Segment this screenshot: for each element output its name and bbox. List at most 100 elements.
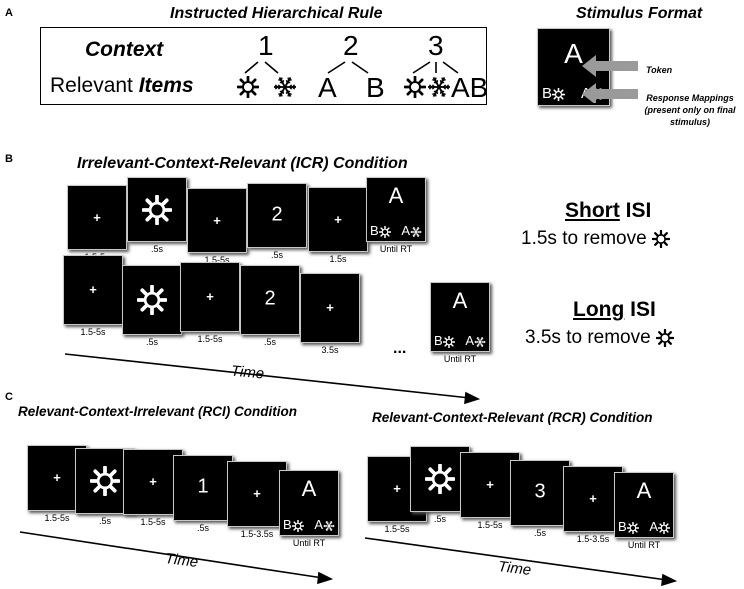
sun-icon	[626, 519, 639, 535]
panel-label-b: B	[5, 153, 13, 165]
fixation-frame: +	[563, 466, 623, 532]
icr-title: Irrelevant-Context-Relevant (ICR) Condit…	[77, 155, 408, 173]
fixation-cross: +	[213, 212, 221, 228]
fixation-cross: +	[326, 299, 334, 315]
duration-label: .5s	[433, 514, 446, 524]
rci-title: Relevant-Context-Irrelevant (RCI) Condit…	[18, 404, 298, 419]
mapping-letter: A	[465, 333, 474, 349]
long-isi-heading: Long ISI	[573, 298, 656, 322]
fixation-cross: +	[486, 476, 494, 492]
duration-label: 1.5s	[329, 254, 347, 264]
mapping-left: B	[618, 519, 639, 534]
target-frame: A B A	[614, 472, 674, 538]
context-frame: 1	[173, 455, 233, 521]
duration-label: Until RT	[443, 354, 477, 364]
sun-icon	[128, 194, 186, 225]
duration-label: 1.5-3.5s	[240, 529, 274, 539]
panel-label-a: A	[5, 7, 13, 19]
items-label-prefix: Relevant	[50, 74, 139, 97]
cue-frame	[122, 265, 182, 335]
item-b: B	[366, 72, 385, 103]
fixation-cross: +	[149, 473, 157, 489]
fixation-cross: +	[589, 490, 597, 506]
mapping-letter: B	[283, 517, 292, 533]
target-token: A	[636, 478, 652, 504]
short-isi-rest: ISI	[619, 199, 652, 222]
ellipsis: ...	[393, 340, 407, 357]
snowflake-icon	[273, 75, 297, 99]
mapping-left: B	[370, 223, 391, 238]
hierarchy-branches	[244, 61, 459, 74]
target-token: A	[301, 476, 317, 502]
fixation-frame: +	[187, 188, 247, 253]
mapping-right: A	[649, 519, 670, 534]
sun-icon	[552, 85, 566, 102]
duration-label: 1.5-5s	[384, 524, 410, 534]
short-isi-heading: Short ISI	[565, 199, 651, 223]
fixation-frame: +	[67, 185, 127, 250]
long-isi-rest: ISI	[624, 298, 656, 321]
rule-title: Instructed Hierarchical Rule	[170, 5, 383, 22]
snowflake-icon	[427, 75, 451, 99]
icr-title-text: Irrelevant-Context-Relevant (ICR) Condit…	[77, 155, 408, 172]
duration-label: 1.5-5s	[140, 517, 166, 527]
mapping-right: A	[314, 517, 335, 532]
duration-label: .5s	[98, 516, 111, 526]
sun-icon	[655, 327, 674, 348]
sun-icon	[411, 464, 469, 494]
sun-icon	[291, 517, 304, 533]
short-isi-sub-text: 1.5s to remove	[521, 228, 647, 249]
sun-icon	[658, 519, 670, 535]
context-digit: 1	[197, 475, 209, 498]
context-frame: 2	[240, 265, 300, 335]
long-isi-sub-text: 3.5s to remove	[525, 327, 651, 348]
mapping-right: A	[401, 223, 422, 238]
fixation-cross: +	[253, 485, 261, 501]
duration-label: .5s	[150, 244, 163, 254]
context-label: Context	[85, 38, 164, 61]
panel-label-c: C	[5, 391, 13, 403]
duration-label: Until RT	[379, 244, 413, 254]
fixation-cross: +	[93, 209, 101, 225]
pointer-arrows	[582, 55, 638, 103]
duration-label: .5s	[533, 528, 546, 538]
stimulus-token: A	[564, 38, 583, 70]
mapping-letter: B	[542, 84, 553, 102]
mapping-right: A	[465, 333, 486, 348]
duration-label: 1.5-5s	[197, 334, 223, 344]
items-label: Relevant Items	[50, 74, 194, 98]
long-isi-underlined: Long	[573, 298, 625, 321]
duration-label: 3.5s	[321, 345, 339, 355]
fixation-frame: +	[227, 461, 287, 527]
mapping-left: B	[434, 333, 455, 348]
context-digit: 2	[264, 287, 276, 310]
context-number-1: 1	[258, 30, 274, 61]
sun-icon	[378, 223, 391, 239]
stimulus-format-title: Stimulus Format	[576, 5, 703, 22]
duration-label: .5s	[145, 337, 158, 347]
context-digit: 3	[534, 480, 546, 503]
duration-label: 1.5-5s	[44, 513, 70, 523]
short-isi-underlined: Short	[565, 199, 620, 222]
mapping-letter: A	[401, 223, 410, 239]
target-frame: A B A	[366, 177, 426, 242]
fixation-frame: +	[63, 255, 123, 325]
context-number-2: 2	[343, 30, 359, 61]
item-ab: AB	[451, 72, 489, 103]
duration-label: 1.5-5s	[80, 327, 106, 337]
target-frame: A B A	[279, 470, 339, 536]
context-frame: 2	[247, 183, 307, 248]
mapping-letter: A	[314, 517, 323, 533]
snowflake-icon	[410, 223, 422, 238]
mapping-letter: B	[618, 519, 627, 535]
mapping-letter: B	[370, 223, 379, 239]
duration-label: 1.5-5s	[477, 520, 503, 530]
duration-label: 1.5-3.5s	[576, 534, 610, 544]
mapping-left: B	[283, 517, 304, 532]
sun-icon	[76, 466, 134, 496]
context-frame: 3	[510, 460, 570, 526]
duration-label: .5s	[270, 250, 283, 260]
target-frame: A B A	[430, 282, 490, 352]
duration-label: .5s	[196, 523, 209, 533]
